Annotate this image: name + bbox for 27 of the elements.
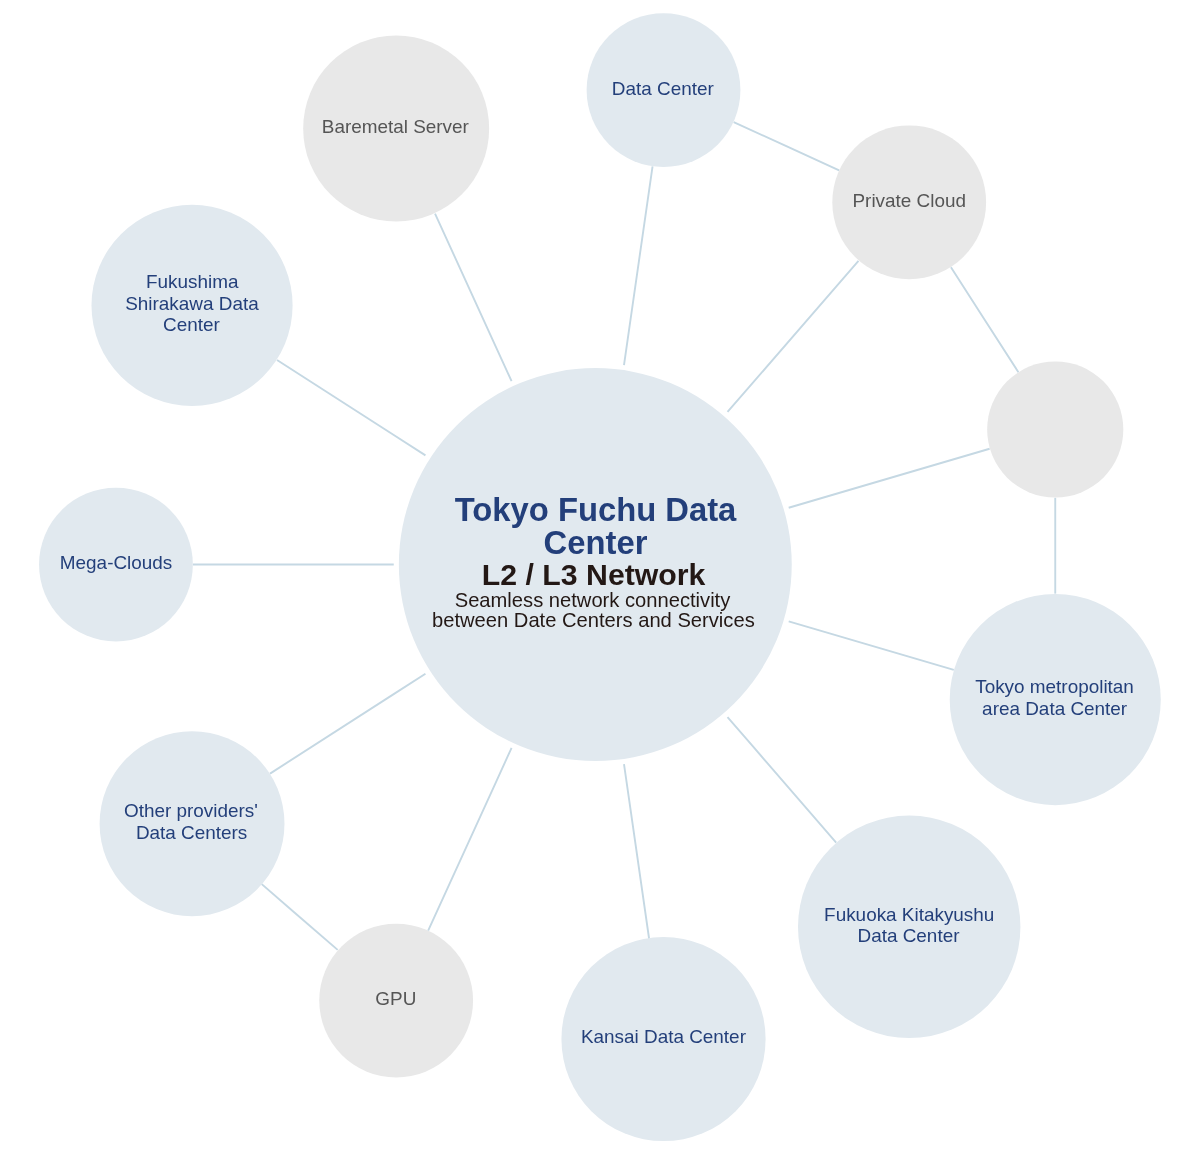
connector bbox=[726, 716, 838, 844]
connector bbox=[260, 883, 339, 951]
connector bbox=[726, 259, 860, 413]
node-circle: Private Cloud bbox=[832, 125, 987, 280]
node-circle: Kansai Data Center bbox=[561, 936, 766, 1142]
connector bbox=[1054, 496, 1057, 595]
connector bbox=[192, 563, 395, 566]
connector bbox=[434, 212, 513, 383]
node-circle: Fukushima Shirakawa Data Center bbox=[91, 204, 293, 406]
node-circle bbox=[987, 361, 1124, 498]
node-circle: Baremetal Server bbox=[303, 35, 490, 222]
node-circle: Tokyo Fuchu Data Center L2 / L3 Network Seamless network connectivity between Date Centers and Services bbox=[398, 368, 792, 761]
connector bbox=[269, 672, 427, 775]
connector bbox=[276, 359, 427, 457]
node-circle: Fukuoka Kitakyushu Data Center bbox=[798, 815, 1021, 1039]
connector bbox=[787, 620, 955, 671]
connector bbox=[950, 266, 1020, 374]
connector bbox=[623, 763, 650, 940]
connector bbox=[787, 447, 991, 509]
connector bbox=[427, 746, 513, 932]
connector bbox=[732, 121, 841, 172]
connector bbox=[623, 165, 654, 366]
node-circle: GPU bbox=[319, 923, 474, 1078]
node-circle: Other providers' Data Centers bbox=[99, 731, 285, 917]
node-circle: Tokyo metropolitan area Data Center bbox=[949, 594, 1161, 806]
node-circle: Data Center bbox=[586, 13, 741, 167]
node-circle: Mega-Clouds bbox=[39, 487, 193, 642]
